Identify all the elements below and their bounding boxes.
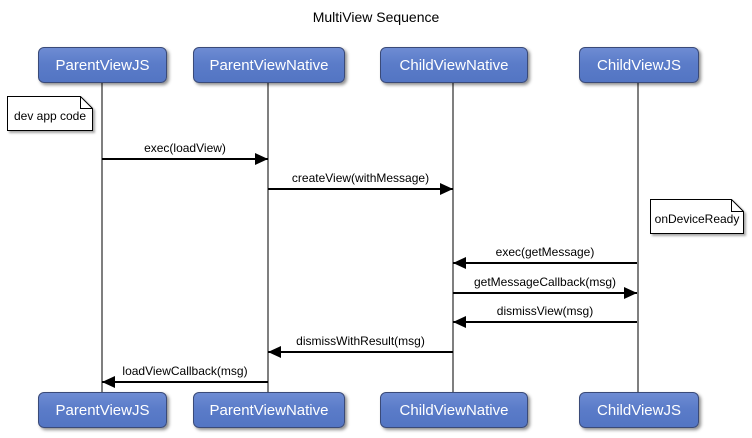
participant-label: ChildViewNative: [399, 401, 509, 419]
message-label: getMessageCallback(msg): [473, 275, 617, 289]
lifeline-parentviewjs: [101, 81, 103, 393]
arrowhead-right-icon: [255, 153, 268, 165]
message-dismisswithresult: dismissWithResult(msg): [268, 334, 453, 358]
message-label: exec(getMessage): [495, 245, 595, 259]
message-line: [102, 153, 268, 165]
participant-label: ParentViewJS: [55, 401, 150, 419]
note-shape-icon: [7, 96, 93, 131]
participant-parentviewjs-top: ParentViewJS: [38, 47, 167, 83]
message-label: exec(loadView): [144, 141, 226, 155]
participant-label: ParentViewNative: [209, 401, 329, 419]
message-line: [453, 287, 637, 299]
lifeline-childviewnative: [452, 81, 454, 393]
participant-childviewjs-top: ChildViewJS: [579, 47, 699, 83]
arrowhead-right-icon: [624, 287, 637, 299]
participant-parentviewnative-top: ParentViewNative: [193, 47, 345, 83]
message-getmessagecallback: getMessageCallback(msg): [453, 275, 637, 299]
lifeline-childviewjs: [637, 81, 639, 393]
message-loadviewcallback: loadViewCallback(msg): [102, 364, 268, 388]
participant-label: ChildViewJS: [597, 401, 681, 419]
note-dev-app-code: dev app code: [7, 96, 93, 131]
participant-parentviewjs-bottom: ParentViewJS: [38, 392, 167, 428]
arrowhead-left-icon: [102, 376, 115, 388]
note-label: dev app code: [13, 109, 87, 123]
participant-label: ParentViewJS: [55, 56, 150, 74]
arrowhead-left-icon: [268, 346, 281, 358]
message-line: [268, 183, 453, 195]
participant-label: ChildViewNative: [399, 56, 509, 74]
message-label: createView(withMessage): [291, 171, 430, 185]
note-ondeviceready: onDeviceReady: [650, 199, 744, 234]
participant-childviewnative-top: ChildViewNative: [380, 47, 528, 83]
participant-childviewnative-bottom: ChildViewNative: [380, 392, 528, 428]
message-exec-loadview: exec(loadView): [102, 141, 268, 165]
message-label: dismissView(msg): [496, 304, 594, 318]
message-line: [453, 257, 637, 269]
message-line: [268, 346, 453, 358]
message-createview-withmessage: createView(withMessage): [268, 171, 453, 195]
note-label: onDeviceReady: [654, 212, 740, 226]
message-exec-getmessage: exec(getMessage): [453, 245, 637, 269]
message-label: loadViewCallback(msg): [122, 364, 248, 378]
message-line: [453, 316, 637, 328]
lifeline-parentviewnative: [267, 81, 269, 393]
arrowhead-right-icon: [440, 183, 453, 195]
diagram-title: MultiView Sequence: [312, 9, 440, 25]
participant-parentviewnative-bottom: ParentViewNative: [193, 392, 345, 428]
message-label: dismissWithResult(msg): [296, 334, 425, 348]
participant-label: ChildViewJS: [597, 56, 681, 74]
participant-label: ParentViewNative: [209, 56, 329, 74]
participant-childviewjs-bottom: ChildViewJS: [579, 392, 699, 428]
arrowhead-left-icon: [453, 316, 466, 328]
arrowhead-left-icon: [453, 257, 466, 269]
note-shape-icon: [650, 199, 744, 234]
message-line: [102, 376, 268, 388]
message-dismissview: dismissView(msg): [453, 304, 637, 328]
